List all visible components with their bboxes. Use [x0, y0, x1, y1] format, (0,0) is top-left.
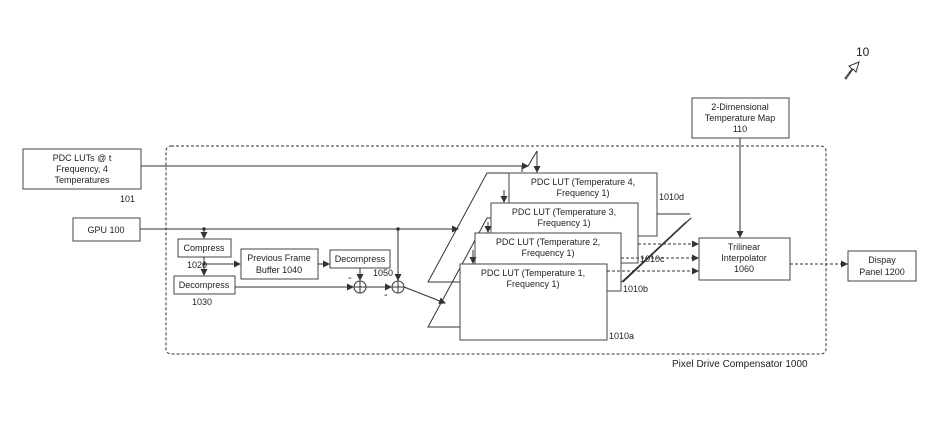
minus-sign-2: - — [384, 289, 388, 301]
lut4-line-2: Frequency 1) — [556, 188, 609, 198]
figure-pointer-arrow-icon — [844, 61, 860, 80]
lut2-ref: 1010b — [623, 284, 648, 294]
lut3-line-1: PDC LUT (Temperature 3, — [512, 207, 616, 217]
lut3-line-2: Frequency 1) — [537, 218, 590, 228]
display-line-1: Dispay — [868, 255, 896, 265]
display-line-2: Panel 1200 — [859, 267, 905, 277]
pdc-luts-line-2: Frequency, 4 — [56, 164, 108, 174]
gpu-label: GPU 100 — [87, 225, 124, 235]
trilinear-ref: 1060 — [734, 264, 754, 274]
figure-number: 10 — [856, 45, 870, 59]
pixel-drive-compensator-region — [165, 145, 827, 355]
temp-map-line-2: Temperature Map — [705, 113, 776, 123]
trilinear-line-2: Interpolator — [721, 253, 767, 263]
connection-lines — [140, 138, 848, 305]
pixel-drive-compensator-label: Pixel Drive Compensator 1000 — [672, 359, 808, 370]
temperature-map-block: 2-Dimensional Temperature Map 110 — [691, 97, 790, 139]
lut4-line-1: PDC LUT (Temperature 4, — [531, 177, 635, 187]
compress-ref: 1020 — [187, 260, 207, 270]
temp-map-line-1: 2-Dimensional — [711, 102, 769, 112]
lut-box-temp1: PDC LUT (Temperature 1, Frequency 1) — [459, 263, 608, 341]
lut2-line-1: PDC LUT (Temperature 2, — [496, 237, 600, 247]
subtract-junction-2-icon — [391, 280, 405, 294]
trilinear-interpolator-block: Trilinear Interpolator 1060 — [698, 237, 791, 281]
decompress-a-label: Decompress — [179, 280, 230, 290]
compress-label: Compress — [183, 243, 225, 253]
decompress-b-label: Decompress — [335, 254, 386, 264]
subtract-ref: 1050 — [373, 268, 393, 278]
pdc-luts-line-1: PDC LUTs @ t — [53, 153, 112, 163]
lut1-line-1: PDC LUT (Temperature 1, — [481, 268, 585, 278]
prev-frame-line-1: Previous Frame — [247, 253, 311, 263]
trilinear-line-1: Trilinear — [728, 242, 760, 252]
minus-sign-1: - — [348, 272, 352, 284]
decompress-b-block: Decompress — [329, 249, 391, 269]
display-panel-block: Dispay Panel 1200 — [847, 250, 917, 282]
decompress-a-ref: 1030 — [192, 297, 212, 307]
pdc-luts-ref: 101 — [120, 194, 135, 204]
lut1-ref: 1010a — [609, 331, 634, 341]
temp-map-ref: 110 — [733, 124, 747, 134]
lut4-ref: 1010d — [659, 192, 684, 202]
pdc-luts-line-3: Temperatures — [54, 175, 110, 185]
compress-block: Compress — [177, 238, 232, 258]
decompress-a-block: Decompress — [173, 275, 236, 295]
lut3-ref: 1010c — [640, 254, 665, 264]
lut2-line-2: Frequency 1) — [521, 248, 574, 258]
lut1-line-2: Frequency 1) — [506, 279, 559, 289]
pdc-luts-input-block: PDC LUTs @ t Frequency, 4 Temperatures — [22, 148, 142, 190]
gpu-block: GPU 100 — [72, 217, 141, 242]
prev-frame-line-2: Buffer 1040 — [256, 265, 302, 275]
subtract-junction-1-icon — [353, 280, 367, 294]
previous-frame-buffer-block: Previous Frame Buffer 1040 — [240, 248, 319, 280]
